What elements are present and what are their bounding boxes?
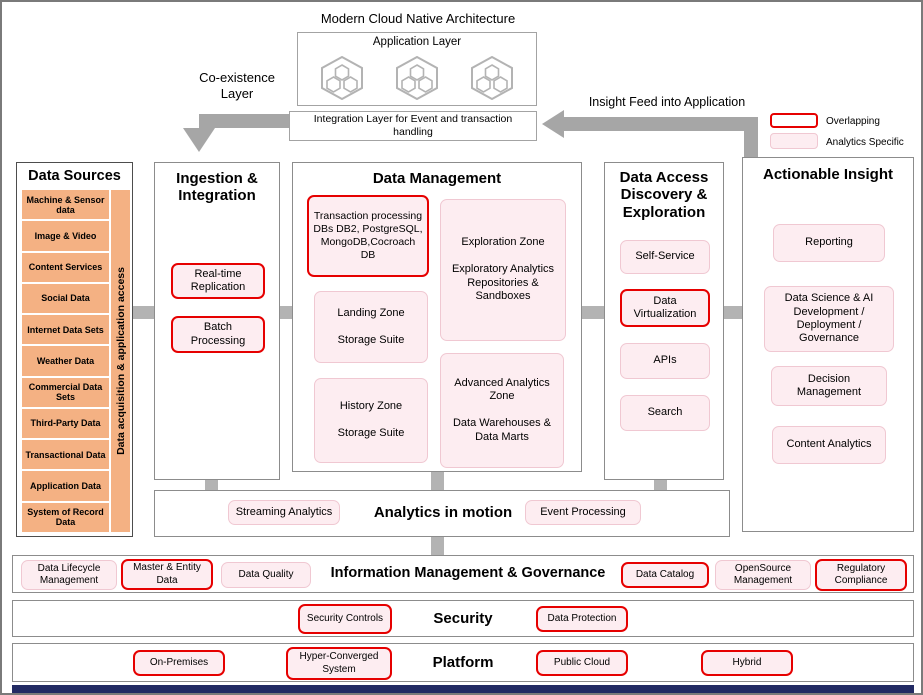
- legend-analytics-label: Analytics Specific: [826, 137, 904, 148]
- history-zone-box: History Zone Storage Suite: [314, 378, 428, 463]
- actionable-insight-title: Actionable Insight: [762, 166, 893, 183]
- application-hexagon-icon: [395, 56, 438, 100]
- streaming-analytics-box: Streaming Analytics: [228, 500, 340, 525]
- data-access-column: Data Access Discovery & Exploration Self…: [604, 162, 724, 480]
- data-acquisition-label: Data acquisition & application access: [114, 267, 127, 455]
- data-source-item: Internet Data Sets: [22, 315, 109, 345]
- bottom-accent-bar: [12, 685, 914, 693]
- decision-management-box: Decision Management: [771, 366, 887, 406]
- diagram-title: Modern Cloud Native Architecture: [320, 11, 516, 26]
- analytics-in-motion-row: Streaming Analytics Analytics in motion …: [154, 490, 730, 537]
- data-source-item: Machine & Sensor data: [22, 190, 109, 220]
- transaction-dbs-box: Transaction processing DBs DB2, PostgreS…: [307, 195, 429, 277]
- connector: [582, 306, 604, 319]
- platform-title: Platform: [432, 654, 494, 671]
- connector: [431, 472, 444, 490]
- regulatory-compliance-box: Regulatory Compliance: [815, 559, 907, 591]
- connector: [133, 306, 154, 319]
- security-controls-box: Security Controls: [298, 604, 392, 634]
- data-source-item: Application Data: [22, 471, 109, 501]
- data-source-item: Commercial Data Sets: [22, 377, 109, 407]
- security-row: Security Controls Security Data Protecti…: [12, 600, 914, 637]
- data-sources-column: Data Sources Machine & Sensor data Image…: [16, 162, 133, 537]
- data-source-item: Third-Party Data: [22, 408, 109, 439]
- application-layer-label: Application Layer: [372, 36, 462, 48]
- data-source-item: Weather Data: [22, 346, 109, 376]
- batch-processing-box: Batch Processing: [171, 316, 265, 353]
- advanced-analytics-zone-box: Advanced Analytics Zone Data Warehouses …: [440, 353, 564, 468]
- connector: [205, 480, 218, 490]
- application-hexagon-icon: [320, 56, 363, 100]
- data-lifecycle-box: Data Lifecycle Management: [21, 560, 117, 590]
- security-title: Security: [433, 610, 493, 627]
- data-access-title: Data Access Discovery & Exploration: [619, 169, 709, 221]
- connector: [280, 306, 292, 319]
- content-analytics-box: Content Analytics: [772, 426, 886, 464]
- data-source-item: System of Record Data: [22, 502, 109, 532]
- on-premises-box: On-Premises: [133, 650, 225, 676]
- governance-row: Data Lifecycle Management Master & Entit…: [12, 555, 914, 593]
- master-entity-data-box: Master & Entity Data: [121, 559, 213, 590]
- analytics-in-motion-title: Analytics in motion: [373, 504, 513, 521]
- platform-row: On-Premises Hyper-Converged System Platf…: [12, 643, 914, 682]
- legend-analytics-swatch: [770, 133, 818, 149]
- event-processing-box: Event Processing: [525, 500, 641, 525]
- data-source-item: Image & Video: [22, 221, 109, 251]
- data-source-item: Transactional Data: [22, 440, 109, 470]
- data-source-item: Content Services: [22, 252, 109, 282]
- exploration-zone-box: Exploration Zone Exploratory Analytics R…: [440, 199, 566, 341]
- data-acquisition-strip: Data acquisition & application access: [111, 190, 130, 532]
- ingestion-column: Ingestion & Integration Real-time Replic…: [154, 162, 280, 480]
- application-layer-box: Application Layer: [297, 32, 537, 106]
- data-protection-box: Data Protection: [536, 606, 628, 632]
- landing-zone-box: Landing Zone Storage Suite: [314, 291, 428, 363]
- data-management-title: Data Management: [372, 170, 502, 187]
- connector: [654, 480, 667, 490]
- hyper-converged-box: Hyper-Converged System: [286, 647, 392, 680]
- governance-title: Information Management & Governance: [330, 565, 606, 581]
- search-box: Search: [620, 395, 710, 431]
- connector: [724, 306, 742, 319]
- data-science-ai-box: Data Science & AI Development / Deployme…: [764, 286, 894, 352]
- data-sources-title: Data Sources: [28, 168, 121, 184]
- connector: [431, 537, 444, 555]
- actionable-insight-column: Actionable Insight Reporting Data Scienc…: [742, 157, 914, 532]
- insight-feed-label: Insight Feed into Application: [588, 95, 746, 109]
- data-virtualization-box: Data Virtualization: [620, 289, 710, 327]
- coexistence-layer-label: Co-existence Layer: [199, 70, 275, 101]
- opensource-management-box: OpenSource Management: [715, 560, 811, 590]
- application-hexagon-icon: [471, 56, 514, 100]
- data-quality-box: Data Quality: [221, 562, 311, 588]
- data-sources-list: Machine & Sensor data Image & Video Cont…: [22, 190, 109, 532]
- data-management-column: Data Management Transaction processing D…: [292, 162, 582, 472]
- legend-overlapping-label: Overlapping: [826, 116, 880, 127]
- public-cloud-box: Public Cloud: [536, 650, 628, 676]
- ingestion-title: Ingestion & Integration: [176, 170, 258, 205]
- reporting-box: Reporting: [773, 224, 885, 262]
- hybrid-box: Hybrid: [701, 650, 793, 676]
- data-source-item: Social Data: [22, 283, 109, 314]
- data-catalog-box: Data Catalog: [621, 562, 709, 588]
- realtime-replication-box: Real-time Replication: [171, 263, 265, 299]
- application-hexagon-row: [304, 55, 530, 101]
- legend-overlapping-swatch: [770, 113, 818, 128]
- apis-box: APIs: [620, 343, 710, 379]
- integration-layer-box: Integration Layer for Event and transact…: [289, 111, 537, 141]
- self-service-box: Self-Service: [620, 240, 710, 274]
